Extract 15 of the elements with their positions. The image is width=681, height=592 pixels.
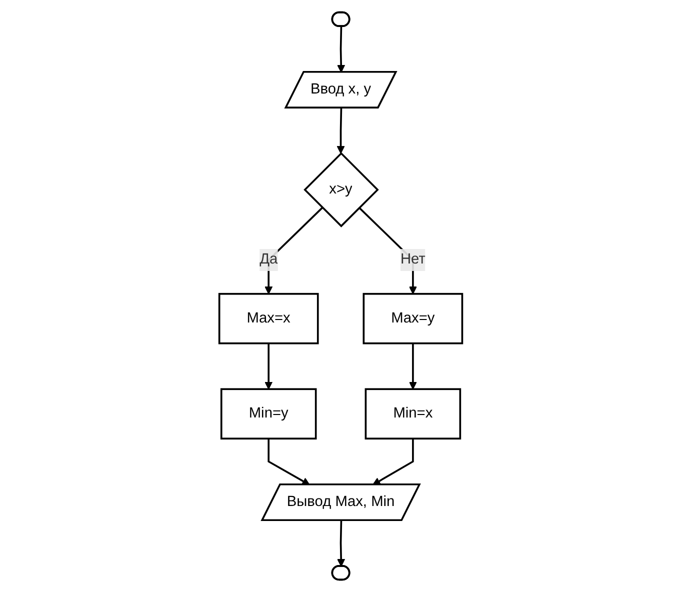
- arrow: [264, 207, 323, 294]
- arrow: [372, 438, 414, 486]
- node-box: Min=x: [364, 388, 461, 440]
- arrow: [336, 26, 345, 73]
- edge-label: Нет: [400, 252, 426, 268]
- arrow: [267, 438, 310, 486]
- node-diamond: x>y: [303, 152, 379, 228]
- arrow: [336, 108, 345, 154]
- node-box: Max=x: [218, 292, 318, 344]
- arrow: [336, 520, 345, 567]
- arrow: [264, 343, 272, 390]
- arrow: [408, 343, 417, 390]
- edge-label: Да: [259, 252, 278, 268]
- node-box: Min=y: [220, 388, 316, 440]
- node-box: Max=y: [362, 292, 463, 344]
